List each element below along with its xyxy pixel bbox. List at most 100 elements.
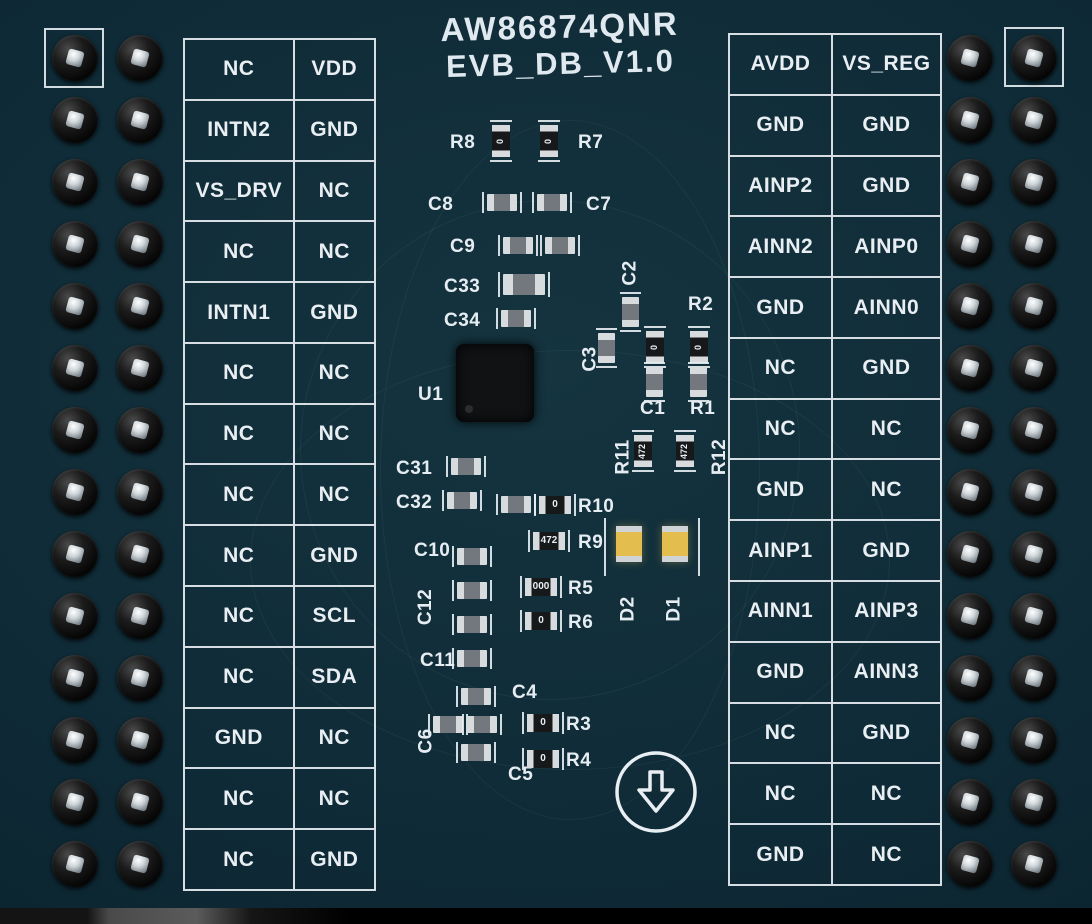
ref-label-D1: D1: [663, 596, 685, 622]
component-C32: [442, 490, 482, 511]
header-pin: [117, 97, 163, 143]
capacitor-body: [461, 744, 491, 761]
ref-label-U1: U1: [418, 384, 444, 405]
capacitor-body: [447, 492, 477, 509]
component-R1: [688, 362, 709, 402]
capacitor-body: [503, 237, 533, 254]
pin-label: AINP1: [730, 521, 833, 581]
header-pin: [1011, 283, 1057, 329]
component-R10-cap: [496, 494, 536, 515]
pin-label: VS_REG: [842, 52, 931, 76]
header-pin: [1011, 407, 1057, 453]
capacitor-body: [451, 458, 481, 475]
pin-label: GND: [310, 543, 359, 567]
header-pin: [117, 35, 163, 81]
ref-label-R3: R3: [566, 714, 592, 735]
pin-label: NC: [185, 222, 295, 282]
ref-label-C1: C1: [640, 398, 666, 419]
pin-label: GND: [310, 118, 359, 142]
pin-label: NC: [318, 239, 350, 263]
ref-label-C5: C5: [508, 764, 534, 785]
pin-label: GND: [862, 113, 911, 137]
header-pin: [117, 531, 163, 577]
component-C9: [498, 235, 538, 256]
component-C34: [496, 308, 536, 329]
resistor-body: 0: [492, 125, 510, 157]
led-body: [616, 526, 642, 562]
component-R10: 0: [534, 494, 576, 516]
header-pin: [52, 593, 98, 639]
pin-label: NC: [870, 477, 903, 501]
component-C9b: [540, 235, 580, 256]
pin-header-right-col2: [1011, 35, 1057, 887]
ref-label-R9: R9: [578, 532, 604, 553]
ref-label-C31: C31: [396, 458, 433, 479]
ref-label-C11: C11: [420, 650, 456, 671]
pin-header-right-col1: [947, 35, 993, 887]
pin-label: VDD: [311, 57, 358, 81]
component-R3: 0: [522, 712, 564, 734]
pin-label: NC: [318, 361, 350, 385]
pin-label: NC: [185, 343, 295, 403]
capacitor-body: [622, 297, 639, 327]
ref-label-C4: C4: [512, 682, 538, 703]
pin-header-left-col1: [52, 35, 98, 887]
header-pin: [1011, 159, 1057, 205]
capacitor-body: [461, 688, 491, 705]
component-C1: [644, 362, 665, 402]
capacitor-body: [501, 496, 531, 513]
header-pin: [117, 159, 163, 205]
pin-label: NC: [870, 781, 903, 805]
header-pin: [1011, 35, 1057, 81]
capacitor-body: [433, 716, 463, 733]
header-pin: [52, 283, 98, 329]
resistor-marking: 472: [540, 535, 558, 546]
component-R12: 472: [674, 430, 696, 472]
resistor-marking: 0: [693, 344, 704, 350]
resistor-body: 472: [676, 435, 694, 467]
resistor-marking: 0: [538, 615, 544, 626]
header-pin: [1011, 345, 1057, 391]
header-pin: [52, 159, 98, 205]
header-pin: [117, 345, 163, 391]
resistor-body: 0: [525, 612, 557, 630]
ref-label-R6: R6: [568, 612, 594, 633]
capacitor-body: [646, 367, 663, 397]
ref-label-R10: R10: [578, 496, 615, 517]
header-pin: [947, 283, 993, 329]
header-pin: [947, 407, 993, 453]
ref-label-R2: R2: [688, 294, 714, 315]
pin-label: INTN1: [185, 283, 295, 342]
component-D2-led: [616, 526, 642, 562]
ref-label-C33: C33: [444, 276, 481, 297]
resistor-body: 0: [539, 496, 571, 514]
header-pin: [947, 841, 993, 887]
pin-label: GND: [310, 847, 359, 871]
header-pin: [52, 469, 98, 515]
component-C10a: [452, 546, 492, 567]
ref-label-C7: C7: [586, 194, 612, 215]
pin-label: AINN2: [730, 217, 833, 277]
resistor-marking: 0: [552, 499, 558, 510]
component-R5: 000: [520, 576, 562, 598]
header-pin: [52, 841, 98, 887]
header-pin: [947, 159, 993, 205]
resistor-marking: 472: [679, 443, 690, 459]
component-R11: 472: [632, 430, 654, 472]
header-pin: [52, 655, 98, 701]
resistor-body: 472: [634, 435, 652, 467]
header-pin: [947, 779, 993, 825]
resistor-marking: 0: [540, 717, 546, 728]
component-C33: [498, 272, 550, 297]
component-C7: [532, 192, 572, 213]
pin-label: AINN3: [853, 660, 920, 684]
header-pin: [52, 221, 98, 267]
pin-label: GND: [862, 356, 911, 380]
